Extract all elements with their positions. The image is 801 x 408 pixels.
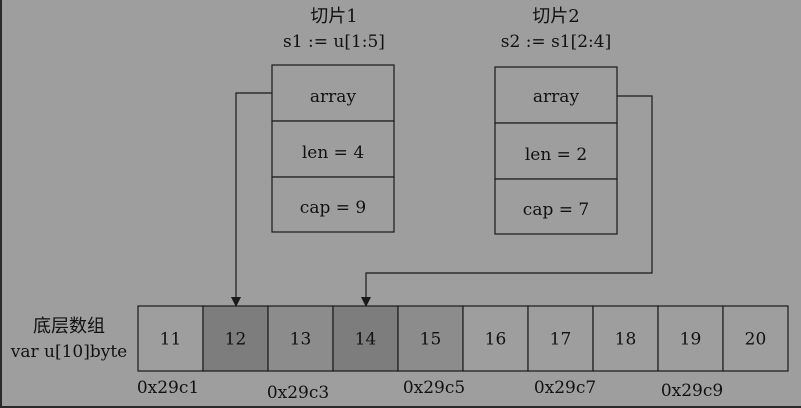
array-cell — [657, 305, 724, 372]
array-cell-value: 20 — [745, 330, 767, 350]
array-address-label: 0x29c9 — [661, 381, 723, 401]
array-cell — [332, 305, 399, 372]
array-cell-value: 15 — [420, 330, 442, 350]
slice-2-array-field — [494, 66, 618, 124]
array-cell-value: 16 — [485, 330, 507, 350]
array-cell-value: 14 — [355, 330, 377, 350]
array-declaration: var u[10]byte — [10, 342, 128, 362]
slice-1: 切片1 s1 := u[1:5] array len = 4 cap = 9 — [271, 6, 395, 233]
slice-2-expr: s2 := s1[2:4] — [501, 32, 611, 52]
array-address-label: 0x29c1 — [137, 378, 199, 398]
array-address-label: 0x29c3 — [267, 383, 329, 403]
slice-1-pointer-arrow — [231, 92, 272, 307]
array-cell-value: 17 — [550, 330, 572, 350]
slice-2: 切片2 s2 := s1[2:4] array len = 2 cap = 7 — [494, 6, 618, 235]
array-cell — [267, 305, 334, 372]
slice-2-pointer-arrow — [361, 95, 653, 307]
array-cell-value: 18 — [615, 330, 637, 350]
array-cell — [592, 305, 659, 372]
slice-2-cap-label: cap = 7 — [523, 200, 589, 220]
slice-2-title: 切片2 — [532, 6, 579, 27]
array-cell-value: 11 — [160, 330, 182, 350]
array-cell — [527, 305, 594, 372]
array-address-label: 0x29c5 — [403, 378, 465, 398]
array-cells: 11 12 13 14 15 16 17 18 19 20 — [137, 305, 789, 372]
slice-1-array-label: array — [310, 87, 357, 107]
slice-2-cap-field — [494, 178, 618, 235]
slice-1-len-label: len = 4 — [302, 143, 364, 163]
slice-1-cap-field — [271, 176, 395, 233]
slice-1-expr: s1 := u[1:5] — [283, 32, 385, 52]
array-cell — [397, 305, 464, 372]
slice-2-len-label: len = 2 — [525, 145, 587, 165]
array-cell-value: 19 — [680, 330, 702, 350]
slice-1-array-field — [271, 64, 395, 122]
slice-1-len-field — [271, 120, 395, 178]
array-cell — [722, 305, 789, 372]
array-cell-value: 13 — [290, 330, 312, 350]
array-addresses: 0x29c1 0x29c3 0x29c5 0x29c7 0x29c9 — [137, 378, 723, 403]
slice-1-title: 切片1 — [310, 6, 357, 27]
array-title: 底层数组 — [33, 316, 105, 337]
array-address-label: 0x29c7 — [534, 378, 596, 398]
slice-2-array-label: array — [533, 87, 580, 107]
array-cell-value: 12 — [225, 330, 247, 350]
slice-1-cap-label: cap = 9 — [300, 198, 366, 218]
